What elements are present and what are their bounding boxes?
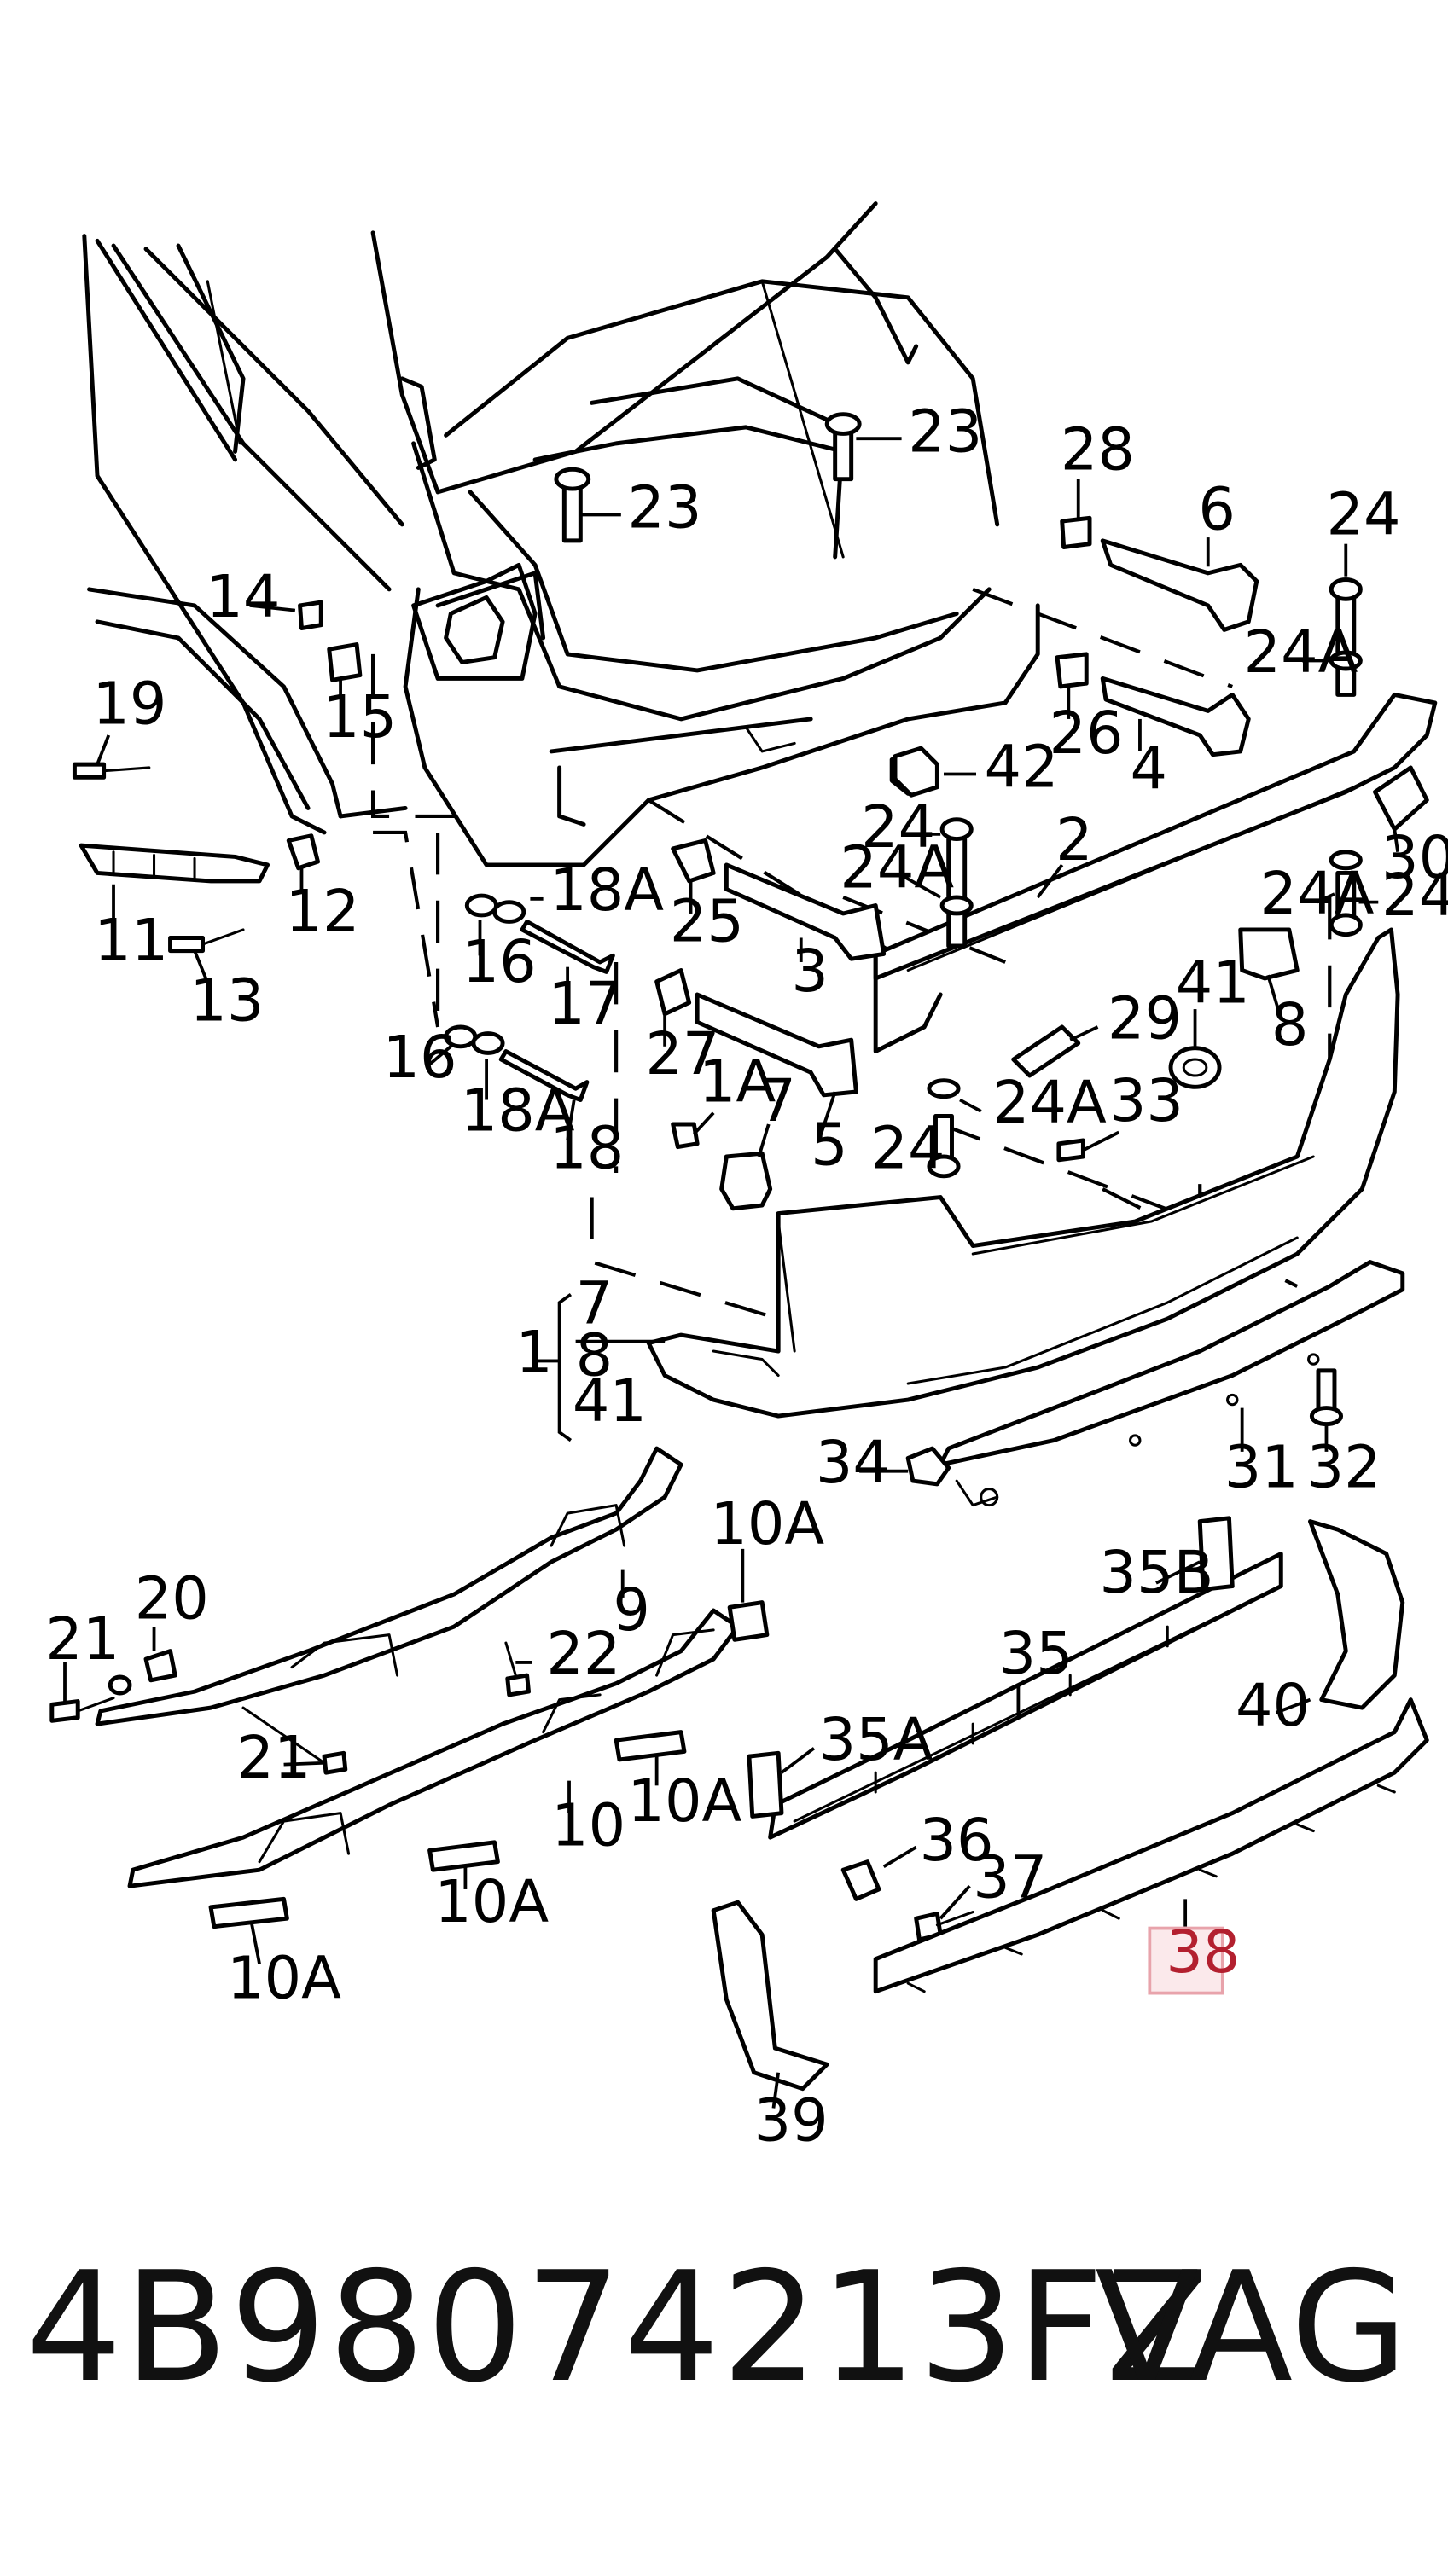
callout-37: 37 bbox=[973, 1844, 1047, 1912]
callout-labels: 23 23 14 15 19 11 12 13 28 6 24 24A 26 4… bbox=[45, 398, 1448, 2155]
lower-right-parts-drawing bbox=[711, 1516, 1429, 2092]
callout-24: 24 bbox=[861, 794, 935, 862]
callout-1: 1 bbox=[515, 1320, 553, 1387]
callout-5: 5 bbox=[811, 1112, 848, 1180]
callout-29: 29 bbox=[1108, 985, 1182, 1053]
callout-30: 30 bbox=[1381, 825, 1448, 892]
callout-24A: 24A bbox=[1260, 861, 1375, 928]
callout-40: 40 bbox=[1236, 1673, 1310, 1740]
callout-21: 21 bbox=[236, 1725, 311, 1792]
callout-18A: 18A bbox=[550, 857, 664, 925]
callout-20: 20 bbox=[135, 1566, 209, 1633]
callout-8: 8 bbox=[576, 1323, 614, 1390]
callout-42: 42 bbox=[985, 734, 1059, 802]
callout-10A: 10A bbox=[710, 1491, 824, 1558]
callout-34: 34 bbox=[816, 1430, 890, 1497]
brand-label: VAG bbox=[1095, 2239, 1408, 2416]
leader-lines bbox=[63, 437, 1399, 2109]
part-number: 4B98074213FZ bbox=[26, 2239, 1212, 2416]
callout-9: 9 bbox=[613, 1577, 650, 1645]
callout-12: 12 bbox=[285, 879, 359, 946]
callout-31: 31 bbox=[1224, 1435, 1299, 1502]
callout-41: 41 bbox=[573, 1368, 647, 1436]
callout-41: 41 bbox=[1176, 949, 1250, 1017]
callout-10A: 10A bbox=[627, 1768, 741, 1836]
callout-32: 32 bbox=[1307, 1435, 1381, 1502]
bumper-cover-drawing bbox=[646, 927, 1405, 1507]
callout-24: 24 bbox=[1326, 481, 1400, 548]
side-brackets-drawing bbox=[72, 412, 1300, 1211]
callout-6: 6 bbox=[1198, 477, 1236, 544]
callout-21: 21 bbox=[45, 1606, 119, 1674]
bumper-reinforcement-drawing bbox=[695, 538, 1438, 1179]
callout-10A: 10A bbox=[227, 1945, 341, 2012]
callout-22: 22 bbox=[546, 1621, 620, 1688]
callout-18A: 18A bbox=[461, 1078, 575, 1146]
callout-27: 27 bbox=[645, 1021, 719, 1088]
callout-11: 11 bbox=[94, 908, 168, 975]
callout-33: 33 bbox=[1109, 1068, 1183, 1135]
callout-4: 4 bbox=[1131, 736, 1168, 804]
callout-19: 19 bbox=[92, 671, 166, 739]
callout-38-highlighted: 38 bbox=[1166, 1919, 1240, 1987]
callout-28: 28 bbox=[1061, 416, 1135, 484]
callout-1A: 1A bbox=[699, 1048, 776, 1116]
callout-8: 8 bbox=[1271, 992, 1309, 1059]
callout-14: 14 bbox=[206, 564, 280, 631]
highlight-box bbox=[1148, 1926, 1224, 1995]
callout-23: 23 bbox=[627, 475, 701, 542]
callout-7: 7 bbox=[576, 1271, 614, 1338]
callout-13: 13 bbox=[189, 967, 264, 1035]
callout-16: 16 bbox=[462, 929, 537, 996]
callout-24A: 24A bbox=[1244, 619, 1358, 687]
callout-7: 7 bbox=[759, 1068, 796, 1135]
callout-24A: 24A bbox=[992, 1070, 1107, 1137]
lower-left-parts-drawing bbox=[49, 1446, 770, 1929]
callout-15: 15 bbox=[323, 684, 397, 751]
callout-18: 18 bbox=[550, 1115, 624, 1182]
callout-24A: 24A bbox=[840, 835, 954, 902]
callout-16: 16 bbox=[382, 1024, 456, 1092]
callout-35B: 35B bbox=[1099, 1540, 1213, 1607]
callout-17: 17 bbox=[548, 971, 622, 1038]
callout-36: 36 bbox=[919, 1807, 993, 1875]
parts-diagram: 23 23 14 15 19 11 12 13 28 6 24 24A 26 4… bbox=[45, 201, 1448, 2155]
callout-26: 26 bbox=[1050, 700, 1124, 768]
callout-25: 25 bbox=[670, 888, 744, 955]
callout-24: 24 bbox=[1381, 862, 1448, 930]
callout-35: 35 bbox=[999, 1621, 1073, 1688]
callout-2: 2 bbox=[1055, 807, 1093, 874]
callout-10: 10 bbox=[551, 1793, 625, 1860]
callout-23: 23 bbox=[908, 398, 982, 466]
callout-3: 3 bbox=[791, 938, 829, 1006]
callout-10A: 10A bbox=[434, 1869, 549, 1936]
callout-39: 39 bbox=[754, 2088, 829, 2155]
callout-24: 24 bbox=[870, 1115, 945, 1182]
callout-35A: 35A bbox=[819, 1707, 933, 1774]
footer-caption: 4B98074213FZ VAG bbox=[26, 2252, 1425, 2422]
car-body-drawing bbox=[82, 201, 1040, 867]
